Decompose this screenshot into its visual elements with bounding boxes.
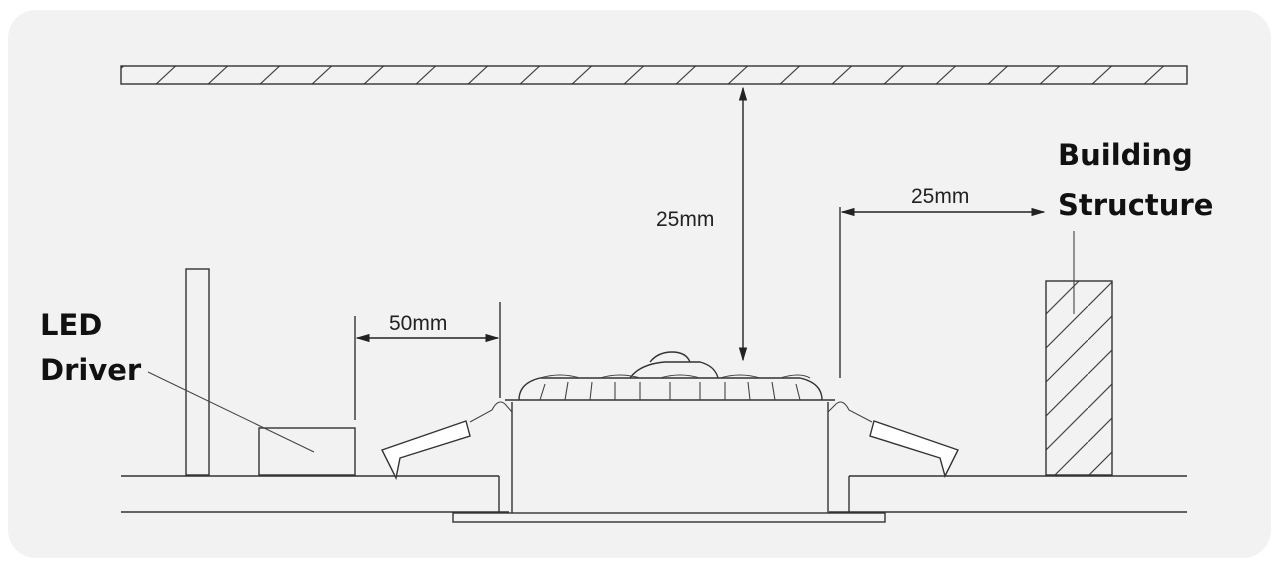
vertical-post [185, 268, 210, 476]
ceiling-board-left [121, 475, 509, 513]
driver-clearance-label: 50mm [389, 312, 447, 335]
structure-clearance-label: 25mm [911, 185, 969, 208]
ceiling-slab [120, 65, 1188, 85]
ceiling-clearance-label: 25mm [656, 208, 714, 231]
building-structure-block [1045, 280, 1113, 476]
ceiling-board-right [829, 475, 1187, 513]
led-driver-box [258, 427, 356, 476]
building-structure-label-line2: Structure [1058, 188, 1213, 222]
led-driver-label-line2: Driver [40, 353, 142, 387]
led-driver-leader [147, 371, 315, 453]
led-driver-label-line1: LED [40, 308, 102, 342]
building-structure-label-line1: Building [1058, 138, 1193, 172]
downlight-fixture [381, 351, 959, 523]
spring-clip-right [869, 420, 959, 478]
spring-clip-left [381, 420, 471, 481]
